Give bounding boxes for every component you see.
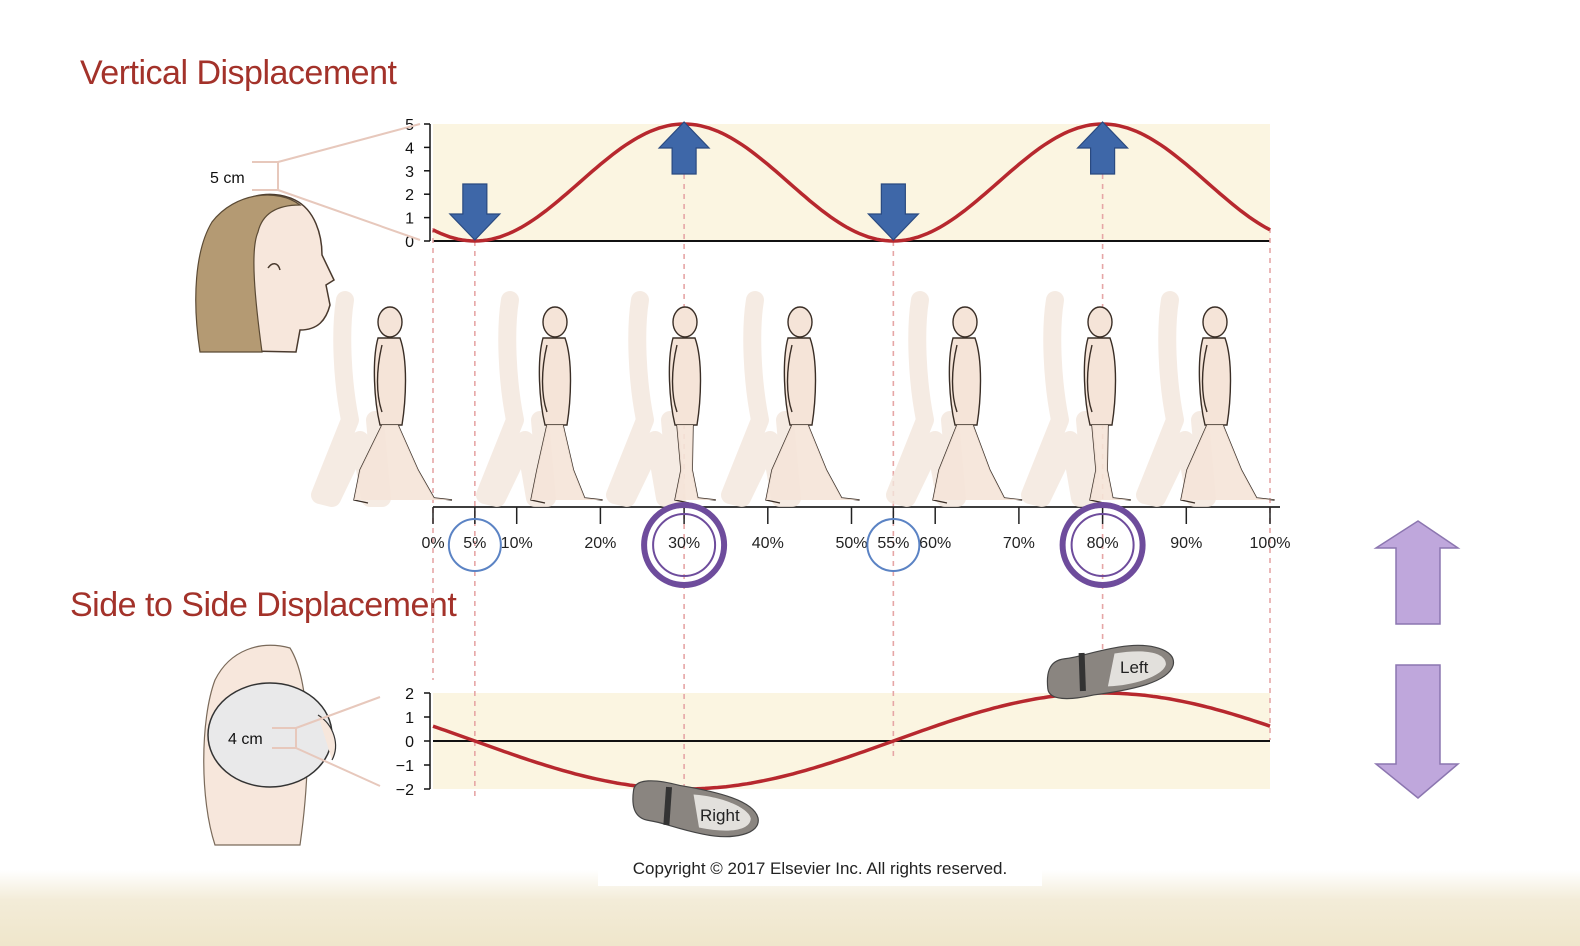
- arrow-down-icon: [866, 183, 920, 241]
- percent-label: 70%: [1003, 535, 1035, 552]
- percent-label: 10%: [501, 535, 533, 552]
- head-top-icon: [203, 644, 337, 846]
- arrow-up-icon: [657, 121, 711, 175]
- gait-marker-inner-circle: [1070, 513, 1135, 577]
- percent-label: 30%: [668, 535, 700, 552]
- side-y-tick-label: 1: [405, 710, 414, 727]
- head-profile-icon: [195, 193, 335, 353]
- percent-label: 55%: [877, 535, 909, 552]
- walking-figure-icon: [1021, 291, 1131, 507]
- percent-label: 100%: [1250, 535, 1291, 552]
- walking-figure-icon: [886, 291, 1023, 507]
- walking-figure-icon: [1136, 291, 1275, 507]
- left-foot-label: Left: [1120, 658, 1149, 677]
- walking-figure-icon: [476, 291, 603, 507]
- gait-marker-circle: [866, 518, 921, 572]
- arrow-up-icon: [1076, 121, 1130, 175]
- percent-label: 80%: [1087, 535, 1119, 552]
- side-bracket: [272, 696, 381, 787]
- lavender-up-arrow-icon: [1373, 520, 1461, 625]
- gait-marker-circle: [1059, 502, 1146, 588]
- percent-label: 50%: [835, 535, 867, 552]
- walking-figure-icon: [721, 291, 860, 507]
- side-y-tick-label: −1: [396, 758, 414, 775]
- arrow-down-icon: [448, 183, 502, 241]
- side-title: Side to Side Displacement: [70, 586, 457, 624]
- percent-label: 20%: [584, 535, 616, 552]
- copyright-notice: Copyright © 2017 Elsevier Inc. All right…: [598, 852, 1042, 886]
- percent-label: 40%: [752, 535, 784, 552]
- side-head-label: 4 cm: [228, 731, 263, 748]
- vertical-y-tick-label: 2: [405, 187, 414, 204]
- vertical-y-tick-label: 4: [405, 140, 414, 157]
- vertical-band: [433, 124, 1270, 241]
- vertical-y-tick-label: 5: [405, 117, 414, 134]
- vertical-curve: [432, 122, 1271, 243]
- gait-marker-circle: [641, 502, 728, 588]
- vertical-y-tick-label: 1: [405, 211, 414, 228]
- right-foot-label: Right: [700, 806, 740, 825]
- side-y-tick-label: −2: [396, 782, 414, 799]
- side-y-tick-label: 0: [405, 734, 414, 751]
- right-footprint-icon: [632, 780, 759, 838]
- vertical-y-tick-label: 0: [405, 234, 414, 251]
- left-footprint-icon: [1046, 644, 1174, 700]
- vertical-head-label: 5 cm: [210, 170, 245, 187]
- gait-marker-inner-circle: [652, 513, 717, 577]
- vertical-title: Vertical Displacement: [80, 54, 397, 92]
- percent-label: 90%: [1170, 535, 1202, 552]
- percent-label: 5%: [463, 535, 486, 552]
- vertical-bracket: [252, 123, 421, 241]
- gait-marker-circle: [447, 518, 502, 572]
- percent-label: 0%: [421, 535, 444, 552]
- side-y-tick-label: 2: [405, 686, 414, 703]
- vertical-y-tick-label: 3: [405, 164, 414, 181]
- side-curve: [432, 691, 1271, 791]
- lavender-down-arrow-icon: [1373, 664, 1461, 799]
- walking-figure-icon: [311, 291, 453, 507]
- percent-label: 60%: [919, 535, 951, 552]
- walking-figure-icon: [606, 291, 716, 507]
